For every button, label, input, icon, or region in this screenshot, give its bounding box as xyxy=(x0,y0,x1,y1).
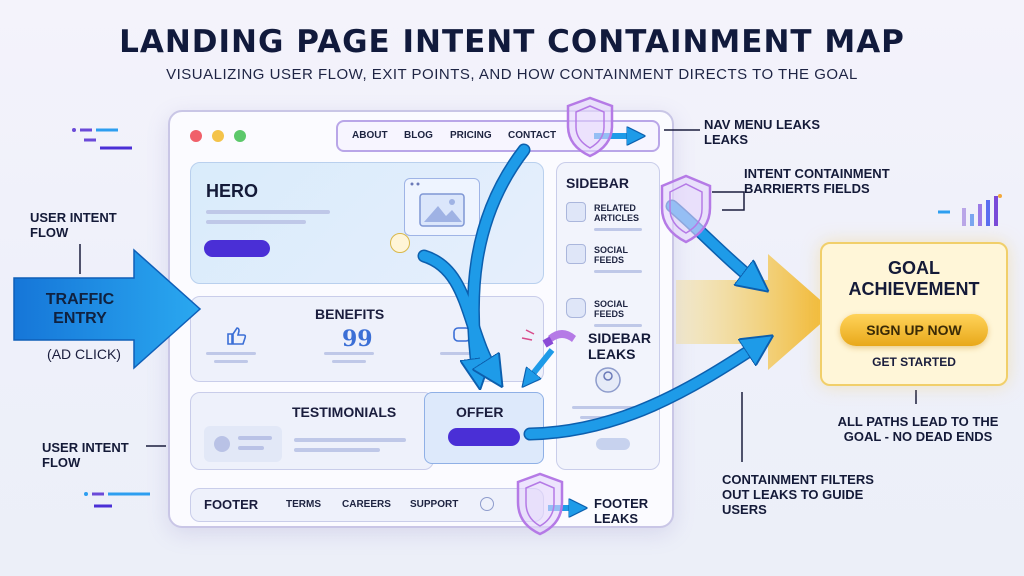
goal-flow-arrow xyxy=(676,254,834,370)
nav-menu-leaks-label: NAV MENU LEAKS LEAKS xyxy=(704,117,821,147)
sidebar-item-related-articles[interactable]: RELATED ARTICLES xyxy=(594,203,639,223)
maximize-dot-icon xyxy=(234,130,246,142)
mini-bar-chart-icon xyxy=(938,194,1002,226)
hero-cta-button[interactable] xyxy=(204,240,270,257)
sidebar-leaks-label: SIDEBAR LEAKS xyxy=(588,330,652,362)
traffic-entry-label: TRAFFIC ENTRY xyxy=(45,291,115,327)
footer-leaks-label: FOOTER LEAKS xyxy=(594,496,649,526)
annotation-lines xyxy=(79,129,917,462)
nav-item-blog[interactable]: BLOG xyxy=(404,130,433,141)
footer-link-terms[interactable]: TERMS xyxy=(286,499,321,510)
nav-item-pricing[interactable]: PRICING xyxy=(450,130,492,141)
nav-item-about[interactable]: ABOUT xyxy=(352,130,388,141)
user-intent-flow-bottom: USER INTENT FLOW xyxy=(42,440,129,470)
containment-filters-label: CONTAINMENT FILTERS OUT LEAKS TO GUIDE U… xyxy=(722,472,874,517)
footer-link-careers[interactable]: CAREERS xyxy=(342,499,391,510)
traffic-entry-arrow xyxy=(13,248,202,370)
benefits-heading: BENEFITS xyxy=(315,306,385,322)
sign-up-button[interactable]: SIGN UP NOW xyxy=(840,314,988,346)
barrier-shield-icon xyxy=(660,174,712,244)
testimonials-heading: TESTIMONIALS xyxy=(292,404,397,420)
all-paths-label: ALL PATHS LEAD TO THE GOAL - NO DEAD END… xyxy=(837,414,999,444)
footer-shield-icon xyxy=(516,472,564,536)
quote-icon: 99 xyxy=(342,326,373,352)
minimize-dot-icon xyxy=(212,130,224,142)
page-title: LANDING PAGE INTENT CONTAINMENT MAP xyxy=(119,24,905,60)
hero-heading: HERO xyxy=(206,181,259,201)
lightbulb-icon xyxy=(390,233,410,253)
avatar xyxy=(214,436,230,452)
thumbs-up-icon xyxy=(227,327,247,345)
footer-link-support[interactable]: SUPPORT xyxy=(410,499,459,510)
page-subtitle: VISUALIZING USER FLOW, EXIT POINTS, AND … xyxy=(166,66,858,83)
user-intent-flow-top: USER INTENT FLOW xyxy=(30,210,117,240)
sidebar-title: SIDEBAR xyxy=(566,175,630,191)
instagram-icon xyxy=(566,298,586,318)
footer-heading: FOOTER xyxy=(204,497,259,512)
sidebar-item-social-feeds-2[interactable]: SOCIAL FEEDS xyxy=(594,299,628,319)
svg-text:99: 99 xyxy=(342,326,373,352)
goal-title: GOAL ACHIEVEMENT xyxy=(848,258,980,299)
hero-text-line xyxy=(206,210,330,214)
article-icon xyxy=(566,202,586,222)
containment-barriers-label: INTENT CONTAINMENT BARRIERTS FIELDS xyxy=(744,166,890,196)
ad-click-label: (AD CLICK) xyxy=(47,346,121,362)
social-circle-icon[interactable] xyxy=(480,497,494,511)
users-icon xyxy=(566,244,586,264)
offer-cta-button[interactable] xyxy=(448,428,520,446)
nav-shield-icon xyxy=(566,96,614,158)
nav-item-contact[interactable]: CONTACT xyxy=(508,130,557,141)
close-dot-icon xyxy=(190,130,202,142)
hero-text-line xyxy=(206,220,306,224)
leak-arrows xyxy=(528,136,636,508)
sidebar-item-social-feeds[interactable]: SOCIAL FEEDS xyxy=(594,245,628,265)
offer-heading: OFFER xyxy=(456,404,504,420)
magnet-icon xyxy=(521,329,576,348)
get-started-link[interactable]: GET STARTED xyxy=(872,355,956,369)
deco-dashes-left xyxy=(72,128,150,508)
